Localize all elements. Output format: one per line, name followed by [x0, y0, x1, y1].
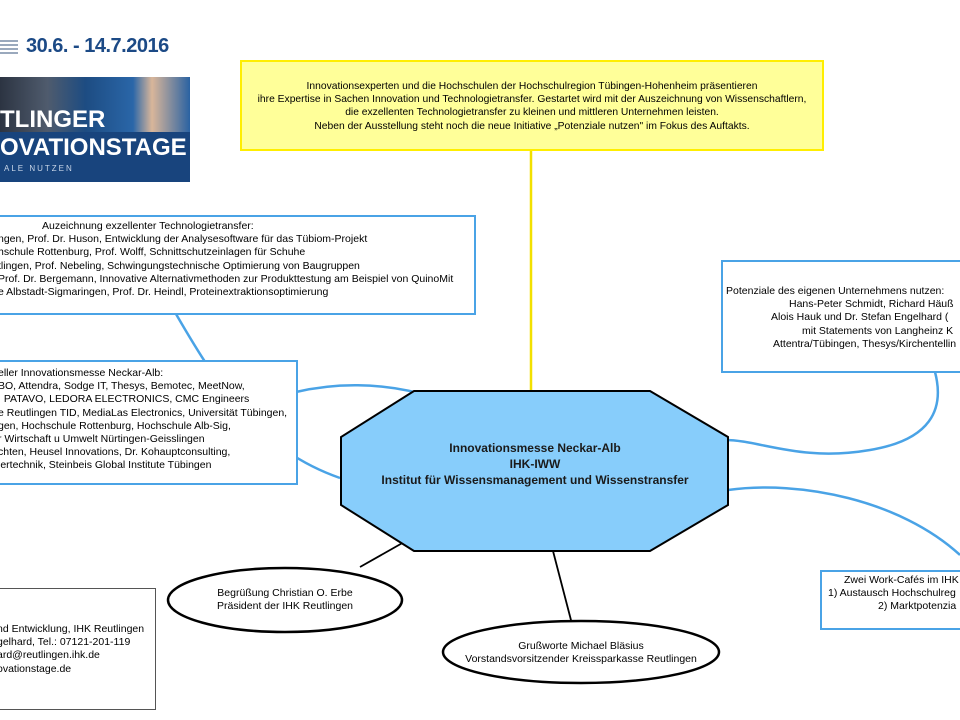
ellipse-left-shape [166, 566, 404, 634]
potenziale-box: Potenziale des eigenen Unternehmens nutz… [721, 260, 960, 373]
contact-box: nd Entwicklung, IHK Reutlingen gelhard, … [0, 588, 156, 710]
ellipse-right-line2: Vorstandsvorsitzender Kreissparkasse Reu… [465, 653, 697, 665]
potenziale-line: mit Statements von Langheinz K [802, 324, 954, 337]
contact-line: gelhard, Tel.: 07121-201-119 [0, 636, 131, 649]
exhibitor-box: eller Innovationsmesse Neckar-Alb: BO, A… [0, 360, 298, 485]
award-line: e Albstadt-Sigmaringen, Prof. Dr. Heindl… [0, 286, 329, 299]
logo-dates: 30.6. - 14.7.2016 [26, 35, 169, 57]
exhibitor-line: eller Innovationsmesse Neckar-Alb: [0, 367, 164, 379]
exhibitor-line: iertechnik, Steinbeis Global Institute T… [0, 459, 212, 472]
innovationstage-logo: 30.6. - 14.7.2016 TLINGER OVATIONSTAGE A… [0, 30, 190, 182]
center-subtitle: IHK-IWW [509, 457, 561, 471]
ellipse-left-line1: Begrüßung Christian O. Erbe [217, 587, 353, 599]
exhibitor-line: chten, Heusel Innovations, Dr. Kohauptco… [0, 446, 231, 459]
intro-line: Innovationsexperten und die Hochschulen … [306, 81, 758, 92]
contact-line: ovationstage.de [0, 662, 72, 675]
center-octagon [340, 390, 729, 552]
center-title: Innovationsmesse Neckar-Alb [449, 441, 621, 455]
potenziale-line: Alois Hauk und Dr. Stefan Engelhard ( [771, 311, 949, 324]
exhibitor-line: gen, Hochschule Rottenburg, Hochschule A… [0, 419, 231, 432]
contact-line: ard@reutlingen.ihk.de [0, 649, 100, 662]
logo-line3: ALE NUTZEN [4, 164, 74, 173]
connector-potenziale [724, 371, 940, 455]
intro-box: Innovationsexperten und die Hochschulen … [240, 60, 824, 151]
award-line: Prof. Dr. Bergemann, Innovative Alternat… [0, 272, 454, 285]
award-line: tlingen, Prof. Nebeling, Schwingungstech… [0, 259, 360, 272]
exhibitor-line: , PATAVO, LEDORA ELECTRONICS, CMC Engine… [0, 393, 250, 406]
ellipse-right-node: Grußworte Michael Bläsius Vorstandsvorsi… [446, 640, 716, 666]
center-institute: Institut für Wissensmanagement und Wisse… [381, 473, 689, 487]
potenziale-line: Attentra/Tübingen, Thesys/Kirchentellin [773, 337, 957, 350]
contact-line: nd Entwicklung, IHK Reutlingen [0, 623, 145, 635]
award-line: hschule Rottenburg, Prof. Wolff, Schnitt… [0, 246, 306, 259]
potenziale-line: Hans-Peter Schmidt, Richard Häuß [789, 298, 954, 311]
award-title: Auzeichnung exzellenter Technologietrans… [42, 220, 254, 232]
ellipse-left-line2: Präsident der IHK Reutlingen [217, 600, 353, 612]
center-node: Innovationsmesse Neckar-Alb IHK-IWW Inst… [345, 440, 725, 488]
logo-photo [0, 77, 190, 132]
exhibitor-line: r Wirtschaft u Umwelt Nürtingen-Geisslin… [0, 433, 205, 446]
connector-workcafe [727, 486, 960, 556]
connector-ellipse-right [552, 550, 573, 625]
ellipse-left-node: Begrüßung Christian O. Erbe Präsident de… [185, 587, 385, 613]
logo-line1: TLINGER [0, 106, 106, 133]
workcafe-line: 1) Austausch Hochschulreg [828, 587, 956, 600]
award-line: ngen, Prof. Dr. Huson, Entwicklung der A… [0, 233, 368, 246]
ellipse-right-shape [441, 619, 721, 685]
intro-line: die exzellenten Technologietransfer zu k… [345, 107, 719, 119]
logo-line2: OVATIONSTAGE [0, 134, 187, 161]
workcafe-line: Zwei Work-Cafés im IHK [844, 574, 959, 586]
potenziale-line: Potenziale des eigenen Unternehmens nutz… [726, 285, 945, 297]
intro-line: Neben der Ausstellung steht noch die neu… [314, 120, 750, 132]
ellipse-right-line1: Grußworte Michael Bläsius [518, 640, 644, 652]
award-box: Auzeichnung exzellenter Technologietrans… [0, 215, 476, 315]
exhibitor-line: BO, Attendra, Sodge IT, Thesys, Bemotec,… [0, 380, 245, 393]
exhibitor-line: e Reutlingen TID, MediaLas Electronics, … [0, 406, 288, 419]
workcafe-line: 2) Marktpotenzia [878, 600, 957, 613]
intro-line: ihre Expertise in Sachen Innovation und … [257, 94, 807, 106]
logo-stripe [0, 40, 18, 54]
workcafe-box: Zwei Work-Cafés im IHK 1) Austausch Hoch… [820, 570, 960, 630]
